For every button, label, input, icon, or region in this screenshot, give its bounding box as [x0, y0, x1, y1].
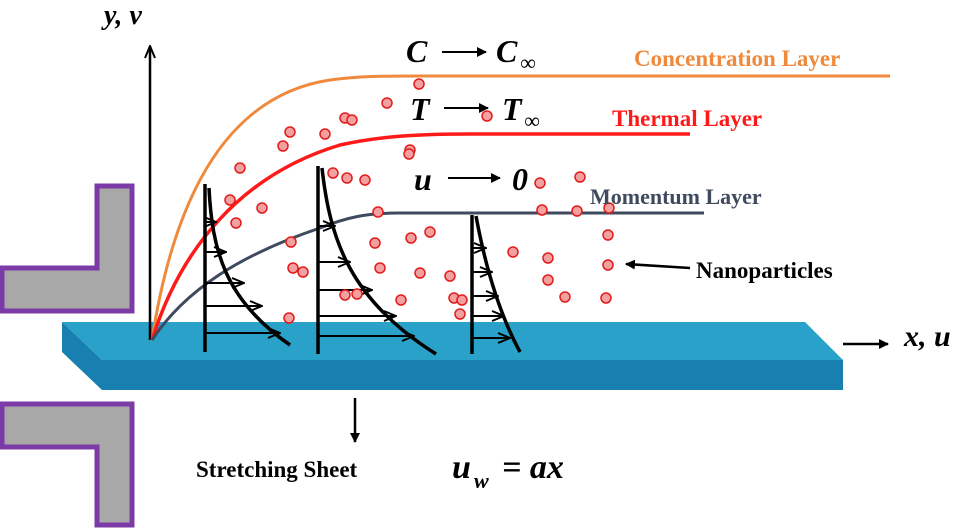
sheet-front-face: [102, 360, 843, 390]
thermal-condition-left: T: [410, 91, 431, 127]
nanoparticle-dot: [234, 162, 246, 174]
nanoparticle-dot: [559, 291, 571, 303]
nanoparticle-dot: [481, 110, 493, 122]
nanoparticle-dot: [413, 78, 425, 90]
nanoparticle-dot: [319, 128, 331, 140]
nanoparticle-dot: [534, 177, 546, 189]
upper-slot-fill-horizontal: [10, 276, 104, 304]
nanoparticle-dot: [454, 308, 466, 320]
sheet-velocity-subscript: w: [474, 468, 489, 493]
nanoparticle-dot: [339, 289, 351, 301]
thermal-layer-curve: [150, 132, 690, 341]
x-axis-label: x, u: [903, 320, 951, 353]
nanoparticle-dot: [574, 171, 586, 183]
nanoparticle-dot: [600, 292, 612, 304]
nanoparticle-dot: [285, 236, 297, 248]
momentum-layer-curve: [150, 211, 704, 341]
concentration-condition-left: C: [406, 33, 428, 69]
nanoparticles-label: Nanoparticles: [696, 258, 833, 283]
nanoparticle-dot: [602, 229, 614, 241]
nanoparticle-dot: [297, 266, 309, 278]
sheet-velocity-rhs: = ax: [502, 449, 564, 486]
nanoparticle-dot: [536, 204, 548, 216]
nanoparticle-dot: [277, 140, 289, 152]
stretching-sheet-slab: [62, 322, 843, 390]
nanoparticle-dot: [571, 205, 583, 217]
nanoparticle-dot: [414, 267, 426, 279]
thermal-condition-subscript: ∞: [524, 108, 540, 133]
nanoparticle-dot: [542, 252, 554, 264]
concentration-layer-curve: [150, 74, 890, 341]
stretching-sheet-label: Stretching Sheet: [196, 457, 358, 482]
nanoparticle-dot: [444, 270, 456, 282]
nanoparticle-dot: [603, 202, 615, 214]
nanoparticle-dot: [542, 274, 554, 286]
momentum-condition-left: u: [414, 161, 432, 197]
thermal-condition: T T ∞: [410, 91, 540, 133]
nanoparticle-dot: [372, 206, 384, 218]
nanoparticle-dot: [456, 294, 468, 306]
nanoparticle-dot: [341, 172, 353, 184]
nanoparticle-dot: [346, 114, 358, 126]
upper-slot-fill-vertical: [104, 194, 125, 304]
nanoparticles-group: [224, 78, 615, 324]
nanoparticle-dot: [507, 246, 519, 258]
nanoparticle-dot: [369, 237, 381, 249]
nanoparticle-dot: [327, 167, 339, 179]
sheet-top-face: [62, 322, 843, 360]
nanoparticle-dot: [224, 194, 236, 206]
nanoparticle-dot: [395, 294, 407, 306]
upper-slot-bracket: [0, 183, 135, 314]
concentration-condition-subscript: ∞: [520, 50, 536, 75]
nanoparticle-dot: [284, 126, 296, 138]
momentum-condition-right: 0: [512, 161, 528, 197]
nanoparticle-dot: [283, 312, 295, 324]
velocity-profile-1: [203, 184, 291, 352]
velocity-profile-3: [470, 215, 522, 354]
nanoparticle-dot: [381, 97, 393, 109]
profile-1-envelope: [207, 187, 291, 347]
nanoparticle-dot: [287, 262, 299, 274]
momentum-condition: u 0: [414, 161, 528, 197]
concentration-condition: C C ∞: [406, 33, 536, 75]
nanoparticle-dot: [359, 174, 371, 186]
concentration-layer-label: Concentration Layer: [634, 46, 840, 71]
lower-slot-fill-vertical: [104, 411, 125, 518]
nanoparticle-dot: [374, 262, 386, 274]
thermal-condition-right: T: [502, 91, 523, 127]
thermal-layer-label: Thermal Layer: [612, 106, 762, 131]
y-axis-label: y, v: [101, 0, 142, 31]
nanoparticle-dot: [256, 202, 268, 214]
nanoparticle-dot: [405, 232, 417, 244]
sheet-left-face: [62, 322, 102, 390]
momentum-layer-label: Momentum Layer: [590, 184, 762, 209]
concentration-condition-right: C: [496, 33, 518, 69]
nanoparticles-pointer-arrow: [625, 259, 691, 270]
lower-slot-fill-horizontal: [10, 411, 104, 441]
sheet-velocity-equation: u w = ax: [452, 449, 564, 493]
lower-slot-bracket: [0, 401, 135, 528]
nanoparticle-dot: [424, 226, 436, 238]
nanoparticle-dot: [403, 148, 415, 160]
sheet-velocity-symbol: u: [452, 449, 471, 486]
nanoparticle-dot: [230, 217, 242, 229]
nanoparticle-dot: [351, 288, 363, 300]
nanoparticle-dot: [602, 259, 614, 271]
